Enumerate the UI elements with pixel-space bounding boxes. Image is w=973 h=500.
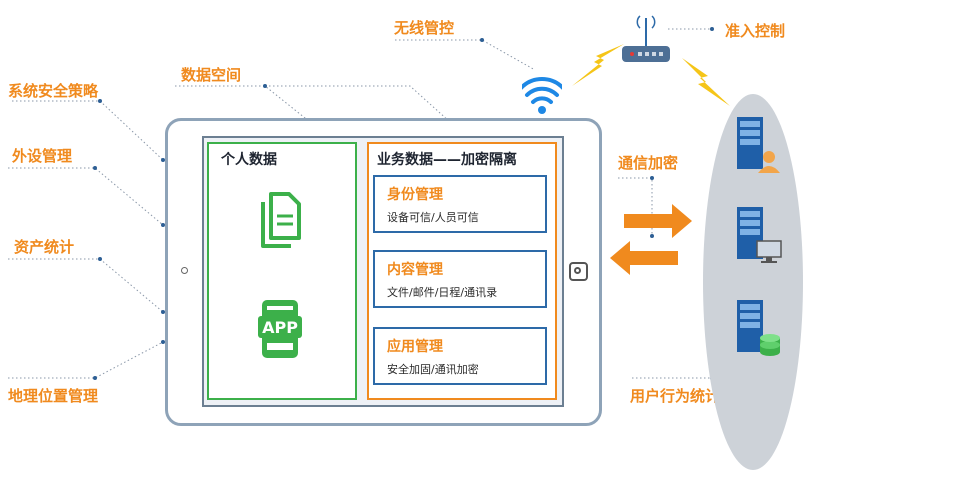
label-access-control: 准入控制 bbox=[725, 22, 786, 40]
home-button[interactable] bbox=[569, 262, 588, 281]
content-management-desc: 文件/邮件/日程/通讯录 bbox=[387, 286, 498, 299]
app-icon-text: APP bbox=[262, 318, 298, 337]
app-management-title: 应用管理 bbox=[387, 339, 443, 355]
arrow-left-icon bbox=[610, 241, 678, 275]
label-geo-location-management: 地理位置管理 bbox=[8, 387, 99, 405]
arrow-right-icon bbox=[624, 204, 692, 238]
server-monitor-icon bbox=[737, 207, 782, 263]
label-communication-encryption: 通信加密 bbox=[618, 154, 679, 172]
wifi-icon bbox=[522, 77, 562, 114]
app-management-box: 应用管理 安全加固/通讯加密 bbox=[373, 327, 547, 385]
personal-data-title: 个人数据 bbox=[221, 152, 277, 168]
identity-management-title: 身份管理 bbox=[387, 187, 443, 203]
router-icon bbox=[622, 15, 670, 62]
personal-data-panel bbox=[207, 142, 357, 400]
label-asset-statistics: 资产统计 bbox=[14, 238, 75, 256]
lightning-bolt-icon bbox=[682, 58, 730, 106]
camera-dot bbox=[181, 267, 188, 274]
app-phone-icon bbox=[258, 300, 302, 358]
server-database-icon bbox=[737, 300, 780, 356]
app-management-desc: 安全加固/通讯加密 bbox=[387, 363, 479, 376]
content-management-title: 内容管理 bbox=[387, 262, 443, 278]
server-user-icon bbox=[737, 117, 780, 173]
identity-management-desc: 设备可信/人员可信 bbox=[387, 211, 479, 224]
business-data-title: 业务数据——加密隔离 bbox=[377, 152, 517, 168]
label-user-behavior-statistics: 用户行为统计 bbox=[630, 387, 721, 405]
document-copy-icon bbox=[261, 192, 301, 248]
content-management-box: 内容管理 文件/邮件/日程/通讯录 bbox=[373, 250, 547, 308]
label-system-security-policy: 系统安全策略 bbox=[8, 82, 99, 100]
label-wireless-control: 无线管控 bbox=[394, 19, 455, 37]
lightning-bolt-icon bbox=[572, 44, 624, 86]
identity-management-box: 身份管理 设备可信/人员可信 bbox=[373, 175, 547, 233]
home-button-ring bbox=[574, 267, 581, 274]
label-peripheral-management: 外设管理 bbox=[12, 147, 73, 165]
label-data-space: 数据空间 bbox=[181, 66, 242, 84]
